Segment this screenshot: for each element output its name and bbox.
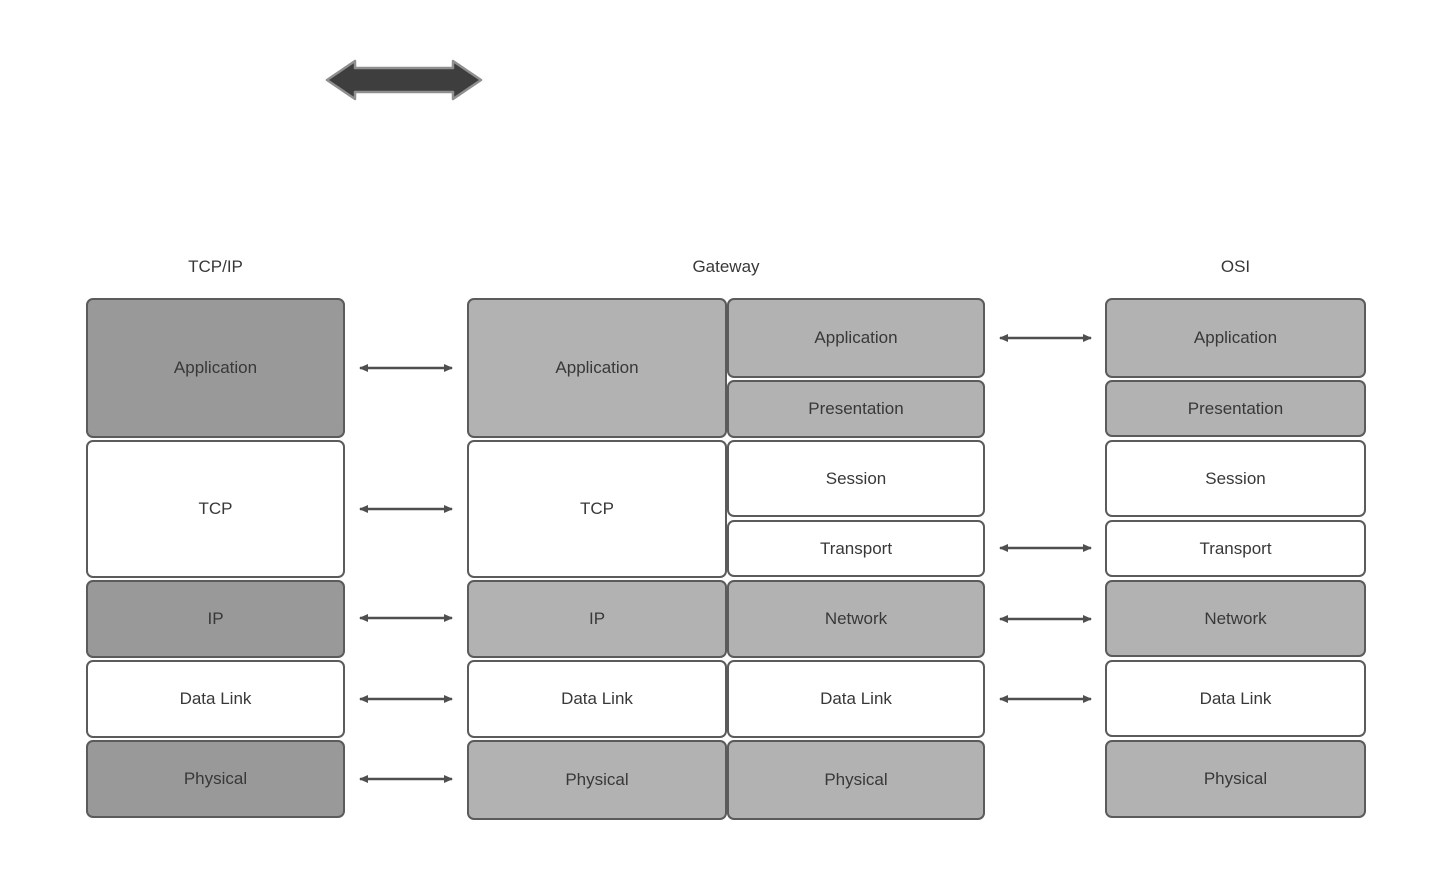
gateway-left-layer-ip: IP (467, 580, 727, 658)
gateway-left-layer-physical: Physical (467, 740, 727, 820)
gateway-left-layer-application: Application (467, 298, 727, 438)
gateway-right-layer-application: Application (727, 298, 985, 378)
gateway-left-layer-tcp: TCP (467, 440, 727, 578)
gateway-column-title: Gateway (692, 257, 760, 276)
tcpip-layer-datalink: Data Link (86, 660, 345, 738)
osi-layer-datalink: Data Link (1105, 660, 1366, 737)
tcpip-layer-ip: IP (86, 580, 345, 658)
osi-layer-application: Application (1105, 298, 1366, 378)
osi-layer-presentation: Presentation (1105, 380, 1366, 437)
tcpip-layer-application: Application (86, 298, 345, 438)
osi-column-title: OSI (1220, 257, 1251, 276)
osi-layer-transport: Transport (1105, 520, 1366, 577)
gateway-right-layer-transport: Transport (727, 520, 985, 577)
osi-layer-session: Session (1105, 440, 1366, 517)
osi-layer-physical: Physical (1105, 740, 1366, 818)
tcpip-column-title: TCP/IP (188, 257, 243, 276)
gateway-left-layer-datalink: Data Link (467, 660, 727, 738)
tcpip-layer-tcp: TCP (86, 440, 345, 578)
double-headed-arrow-shape (325, 59, 483, 101)
gateway-right-layer-physical: Physical (727, 740, 985, 820)
gateway-right-layer-datalink: Data Link (727, 660, 985, 738)
osi-layer-network: Network (1105, 580, 1366, 657)
gateway-right-layer-presentation: Presentation (727, 380, 985, 438)
tcpip-layer-physical: Physical (86, 740, 345, 818)
gateway-right-layer-network: Network (727, 580, 985, 658)
gateway-right-layer-session: Session (727, 440, 985, 517)
